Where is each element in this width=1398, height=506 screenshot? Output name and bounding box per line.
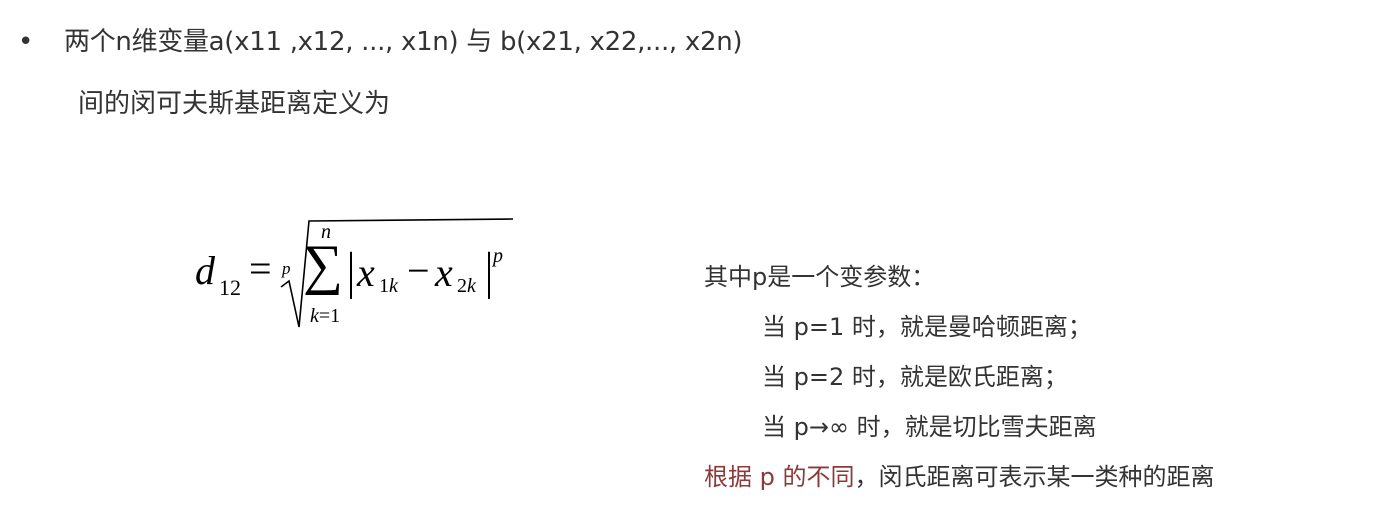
formula-abs-left: | [347, 241, 356, 300]
intro-line-1: 两个n维变量a(x11 ,x12, ..., x1n) 与 b(x21, x22… [64, 27, 743, 57]
formula-power: p [493, 245, 503, 267]
case-p1: 当 p=1 时，就是曼哈顿距离； [762, 313, 1092, 341]
bullet-marker: • [18, 27, 34, 57]
formula-lhs: d [195, 248, 215, 293]
case-p2: 当 p=2 时，就是欧氏距离； [762, 363, 1068, 391]
formula-x2-subscript: 2k [457, 275, 476, 297]
formula-x2: x [435, 250, 453, 295]
explanation-block: 其中p是一个变参数： 当 p=1 时，就是曼哈顿距离； 当 p=2 时，就是欧氏… [704, 252, 1215, 502]
conclusion-rest: ，闵氏距离可表示某一类种的距离 [854, 463, 1215, 491]
formula-x1-subscript: 1k [379, 275, 398, 297]
formula-root-index: p [282, 259, 291, 278]
explanation-header: 其中p是一个变参数： [704, 263, 936, 291]
formula-sum-lower: k=1 [310, 305, 341, 327]
conclusion: 根据 p 的不同，闵氏距离可表示某一类种的距离 [704, 452, 1215, 502]
case-p-infinity: 当 p→∞ 时，就是切比雪夫距离 [762, 413, 1097, 441]
intro-line-2: 间的闵可夫斯基距离定义为 [78, 89, 391, 119]
formula-x1: x [357, 250, 375, 295]
conclusion-highlight: 根据 p 的不同 [704, 463, 855, 491]
formula-abs-right: | [485, 241, 494, 300]
formula-equals: = [249, 246, 272, 291]
sigma-icon: ∑ [303, 234, 343, 296]
formula-lhs-subscript: 12 [219, 275, 241, 300]
formula-sum-upper: n [321, 221, 331, 243]
minkowski-formula: d 12 = p n ∑ k=1 | x 1k − x 2k | p [195, 215, 525, 335]
formula-minus: − [407, 248, 430, 293]
radical-sign-icon [280, 218, 514, 328]
